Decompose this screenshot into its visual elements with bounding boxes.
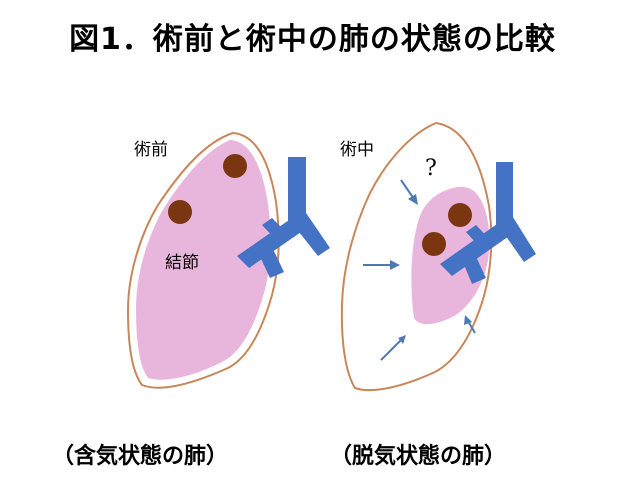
arrow-lower-right: [464, 315, 476, 334]
arrow-upper: [400, 179, 418, 205]
deflation-arrows: [363, 179, 476, 361]
right-caption: （脱気状態の肺）: [330, 444, 507, 469]
inflated-lung: [126, 131, 330, 389]
arrow-middle: [363, 260, 400, 270]
intra-op-label: 術中: [340, 140, 374, 160]
inflated-lung-tissue: [136, 140, 271, 380]
vessel-bronchus-right: [440, 162, 536, 284]
figure-title: 図1．術前と術中の肺の状態の比較: [69, 22, 556, 57]
nodule-upper: [448, 203, 472, 227]
nodule-label: 結節: [165, 253, 199, 273]
question-mark: ?: [425, 156, 437, 181]
nodule-upper: [223, 154, 247, 178]
deflated-lung: [340, 121, 536, 392]
nodule-lower: [422, 232, 446, 256]
vessel-bronchus-left: [237, 157, 330, 278]
pre-op-label: 術前: [134, 140, 168, 160]
arrow-lower-left: [380, 335, 406, 361]
left-caption: （含気状態の肺）: [52, 444, 229, 469]
nodule-lower: [168, 200, 192, 224]
